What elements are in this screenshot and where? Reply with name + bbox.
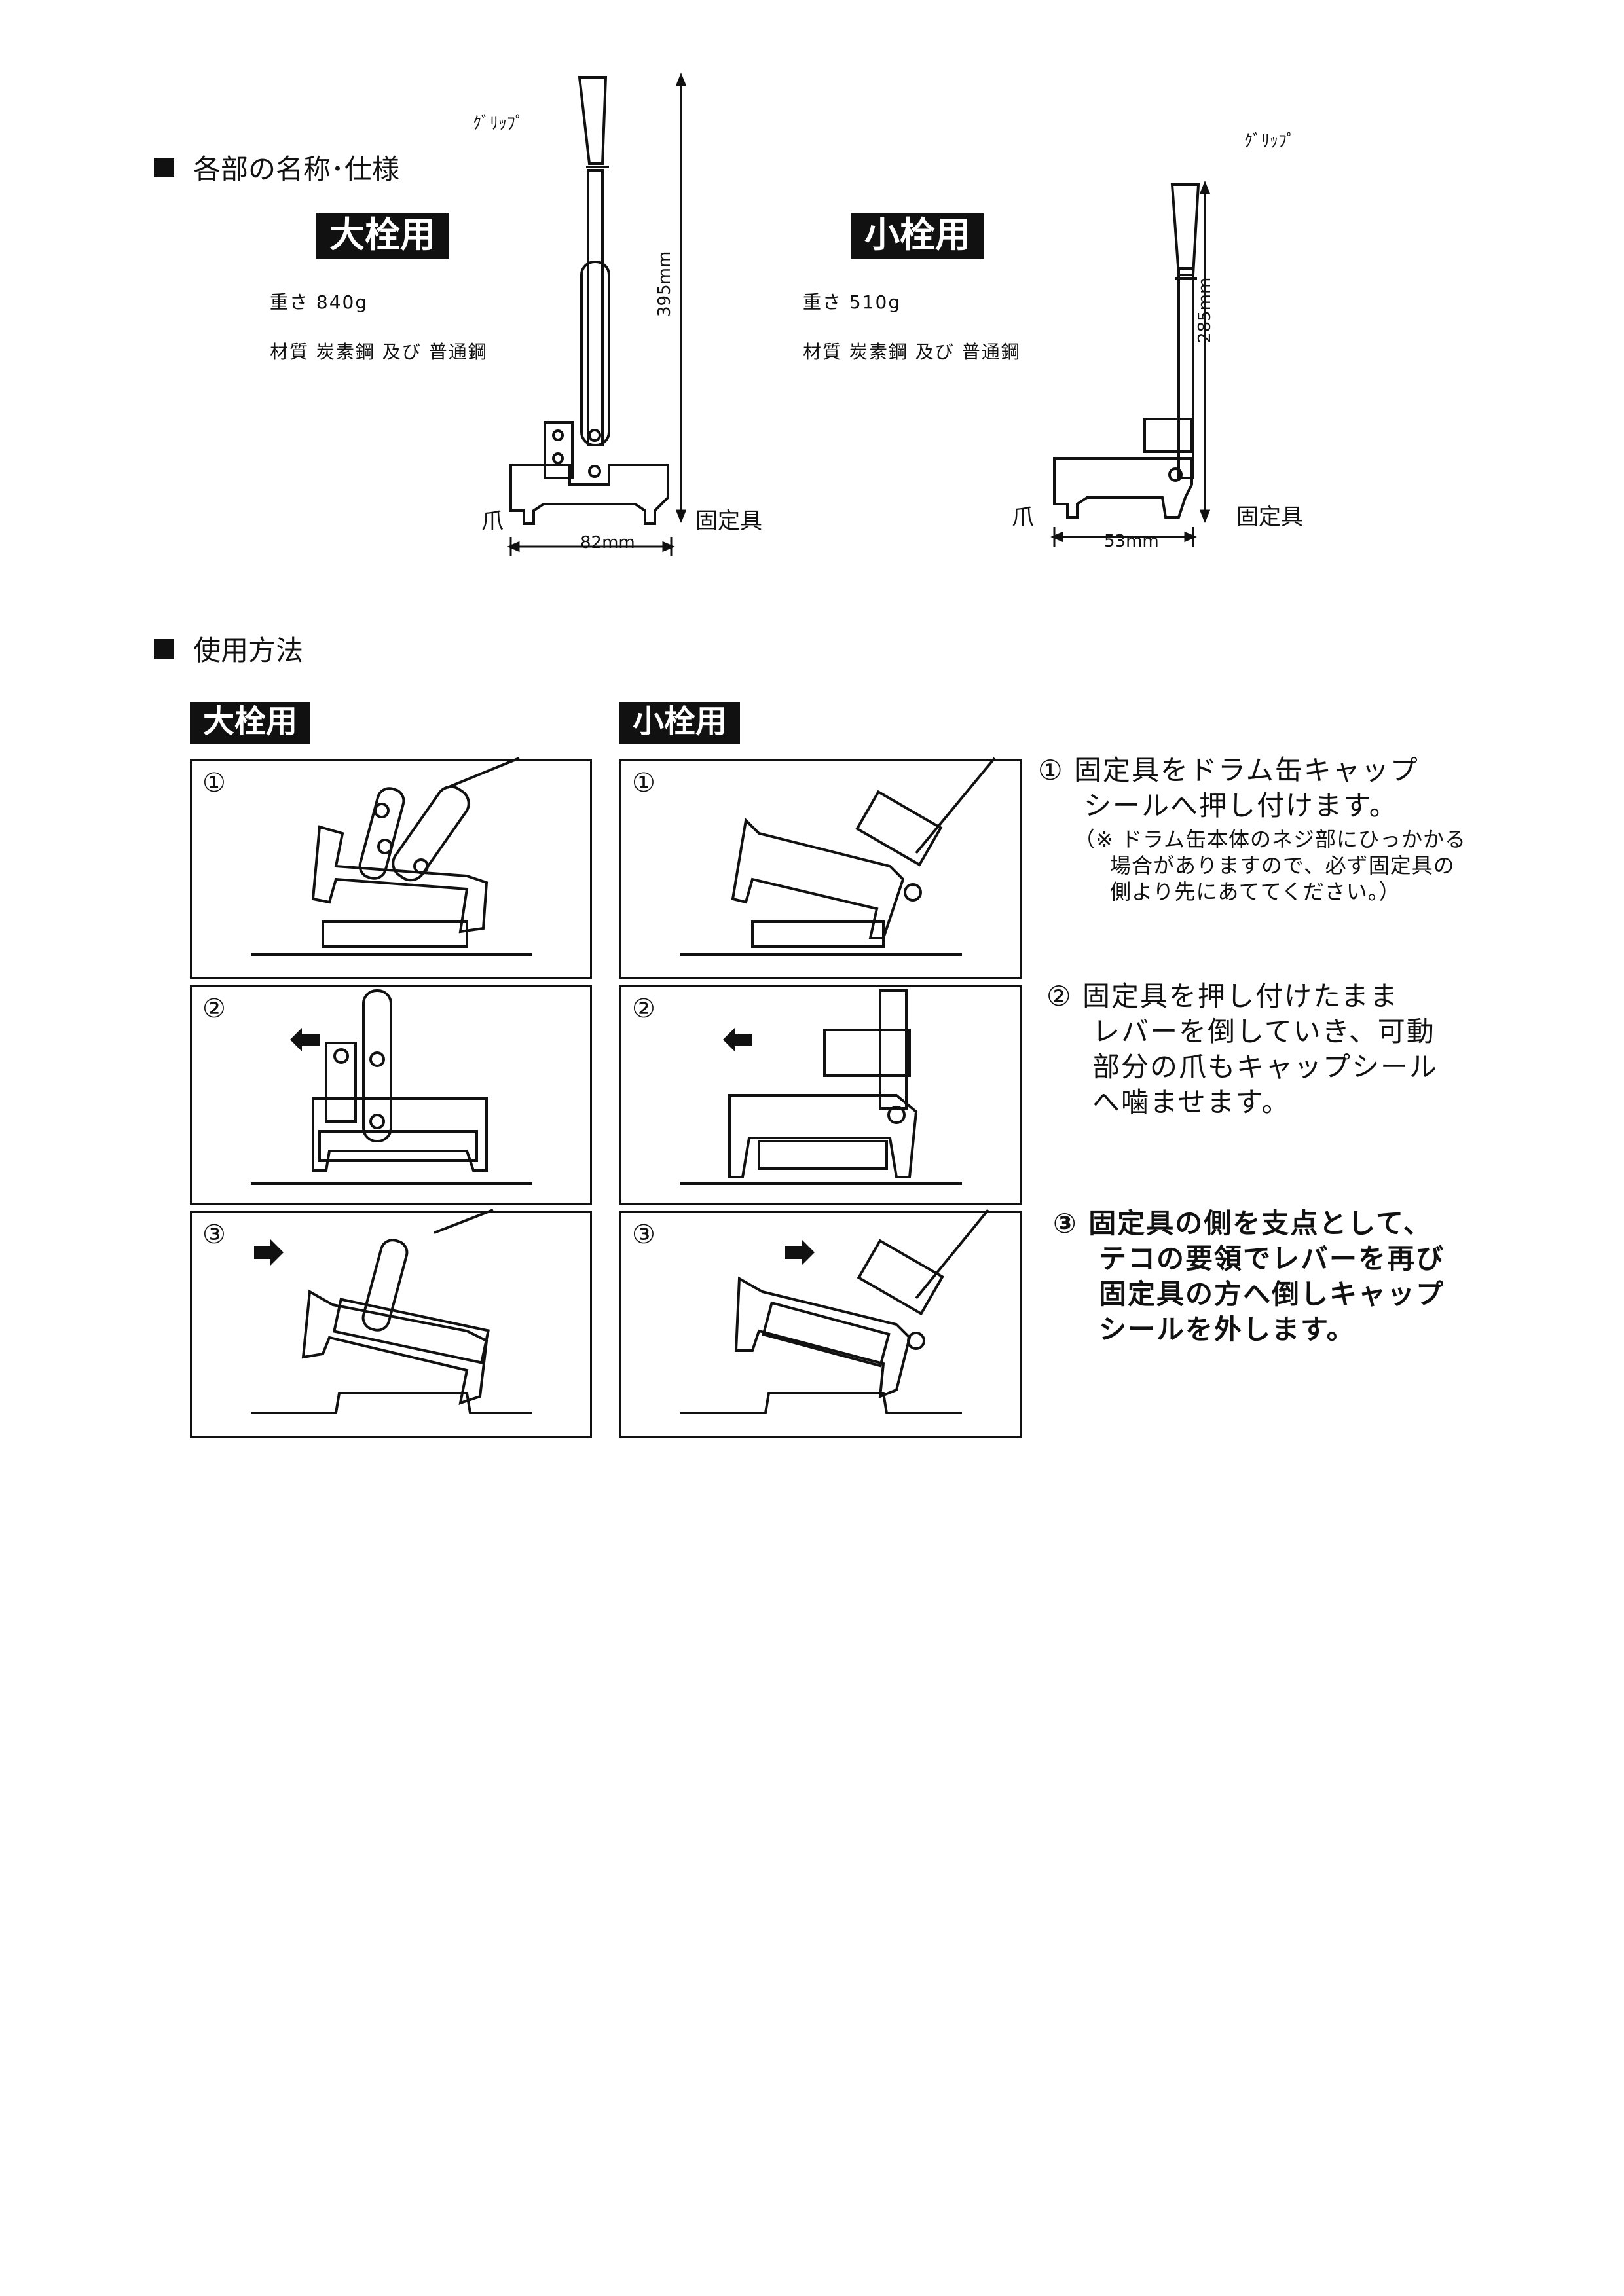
usage-heading-text: 使用方法 xyxy=(193,634,304,666)
large-tool-diagram xyxy=(507,72,687,556)
specs-heading: 各部の名称･仕様 xyxy=(154,147,399,187)
large-step-3-panel: ③ xyxy=(190,1209,592,1438)
large-step-2-illustration xyxy=(251,989,532,1185)
step-2-number: ② xyxy=(1046,980,1073,1012)
large-weight: 重さ 840g xyxy=(270,291,369,313)
step-1-text: ① 固定具をドラム缶キャップ シールへ押し付けます。 （※ ドラム缶本体のネジ部… xyxy=(1038,753,1466,905)
large-step-1-panel: ① xyxy=(190,757,592,979)
large-step-2-panel: ② xyxy=(190,985,592,1205)
panel-number: ③ xyxy=(202,1220,226,1250)
small-step-1-panel: ① xyxy=(619,757,1022,979)
large-badge: 大栓用 xyxy=(316,213,449,259)
small-badge: 小栓用 xyxy=(851,213,984,259)
specs-heading-text: 各部の名称･仕様 xyxy=(193,153,400,185)
step-2-text: ② 固定具を押し付けたまま レバーを倒していき、可動 部分の爪もキャップシール … xyxy=(1046,980,1439,1118)
bullet-square-icon xyxy=(154,157,174,177)
step-3-number: ③ xyxy=(1053,1207,1078,1239)
usage-small-badge: 小栓用 xyxy=(619,702,741,744)
large-step-1-illustration xyxy=(251,757,532,956)
large-grip-label: ｸﾞﾘｯﾌﾟ xyxy=(473,114,525,134)
large-width-dim: 82mm xyxy=(576,533,639,553)
step-1-line: シールへ押し付けます。 xyxy=(1084,790,1398,822)
small-weight: 重さ 510g xyxy=(803,291,902,313)
large-claw-label: 爪 xyxy=(481,508,504,534)
small-step-3-panel: ③ xyxy=(619,1209,1022,1438)
panel-number: ② xyxy=(632,994,655,1024)
large-step-3-illustration xyxy=(251,1209,532,1414)
small-fixture-label: 固定具 xyxy=(1236,504,1303,530)
large-material: 材質 炭素鋼 及び 普通鋼 xyxy=(270,341,488,363)
bullet-square-icon xyxy=(154,638,174,659)
small-step-2-illustration xyxy=(680,989,962,1185)
panel-number: ① xyxy=(202,768,226,798)
usage-large-badge: 大栓用 xyxy=(190,702,311,744)
small-step-3-illustration xyxy=(680,1209,989,1414)
small-step-1-illustration xyxy=(680,757,996,956)
step-1-line: ① 固定具をドラム缶キャップ xyxy=(1038,754,1419,786)
small-grip-label: ｸﾞﾘｯﾌﾟ xyxy=(1244,132,1296,151)
step-1-note: （※ ドラム缶本体のネジ部にひっかかる 場合がありますので、必ず固定具の 側より… xyxy=(1074,827,1467,904)
small-tool-diagram xyxy=(1050,180,1211,547)
step-1-number: ① xyxy=(1038,754,1064,786)
panel-number: ① xyxy=(632,768,655,798)
panel-number: ② xyxy=(202,994,226,1024)
large-fixture-label: 固定具 xyxy=(695,508,762,534)
step-3-text: ③ 固定具の側を支点として、 テコの要領でレバーを再び 固定具の方へ倒しキャップ… xyxy=(1053,1207,1445,1345)
usage-heading: 使用方法 xyxy=(154,629,303,668)
panel-number: ③ xyxy=(632,1220,655,1250)
small-width-dim: 53mm xyxy=(1100,532,1163,551)
small-step-2-panel: ② xyxy=(619,985,1022,1205)
small-material: 材質 炭素鋼 及び 普通鋼 xyxy=(803,341,1021,363)
small-claw-label: 爪 xyxy=(1012,504,1034,530)
